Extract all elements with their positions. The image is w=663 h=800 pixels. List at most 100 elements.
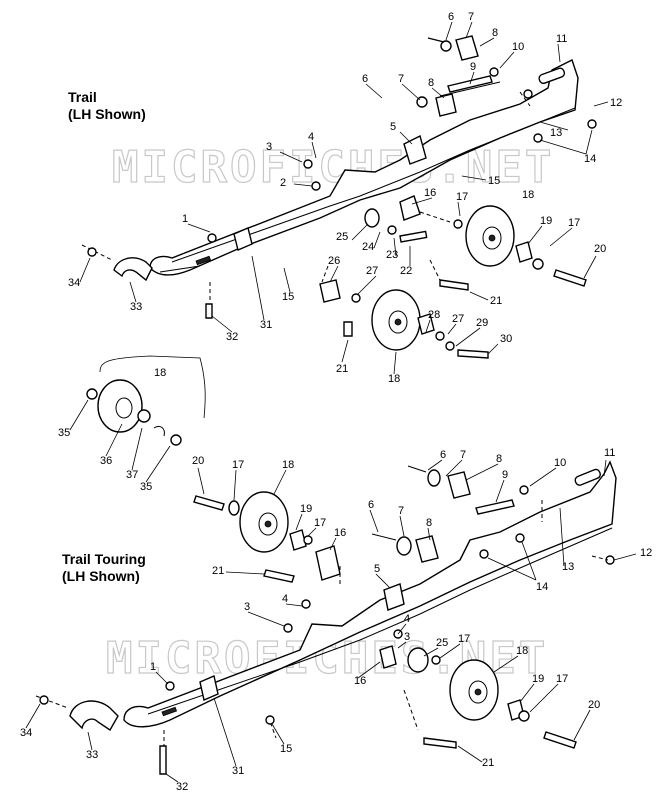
callout-label: 15	[280, 743, 292, 755]
callout-label: 4	[404, 613, 410, 625]
callout-label: 9	[470, 61, 476, 73]
callout-label: 4	[308, 131, 314, 143]
callout-label: 10	[512, 41, 524, 53]
callouts-bottom: 6 7 8 9 10 11 20 17 18 19 17 16 6 7 8 12…	[20, 447, 652, 793]
callout-label: 1	[182, 213, 188, 225]
callout-label: 30	[500, 333, 512, 345]
callout-label: 31	[260, 319, 272, 331]
detail-wheel	[97, 379, 143, 433]
callout-label: 3	[404, 631, 410, 643]
callout-label: 8	[428, 77, 434, 89]
callout-label: 15	[282, 291, 294, 303]
callout-label: 17	[232, 459, 244, 471]
callout-label: 14	[536, 581, 548, 593]
callouts-top: 6 7 8 10 11 9 6 7 8 12 13 14 5 4 3 2 15 …	[68, 11, 622, 385]
callout-label: 19	[300, 503, 312, 515]
callout-label: 6	[362, 73, 368, 85]
callout-label: 20	[594, 243, 606, 255]
top-idler-wheel-lower	[371, 289, 421, 351]
watermark-top: MICROFICHES.NET	[112, 142, 554, 193]
wheel-detail-18: 18 35 36 37 35	[58, 355, 206, 493]
callout-label: 18	[388, 373, 400, 385]
callout-label: 21	[490, 295, 502, 307]
callout-label: 17	[458, 633, 470, 645]
callout-label: 20	[588, 699, 600, 711]
callout-label: 32	[176, 781, 188, 793]
callout-label: 2	[280, 177, 286, 189]
callout-label: 33	[130, 301, 142, 313]
callout-label: 18	[522, 189, 534, 201]
callout-label: 29	[476, 317, 488, 329]
callout-label: 17	[456, 191, 468, 203]
callout-label: 36	[100, 455, 112, 467]
callout-label: 1	[150, 661, 156, 673]
section-title-trail-touring-line1: Trail Touring	[62, 551, 146, 567]
callout-label: 7	[460, 449, 466, 461]
callout-label: 20	[192, 455, 204, 467]
section-title-trail: Trail (LH Shown)	[68, 89, 146, 123]
callout-label: 18	[282, 459, 294, 471]
bottom-idler-wheel-lower	[449, 659, 499, 721]
callout-label: 27	[366, 265, 378, 277]
top-rail-tip-33	[113, 257, 153, 282]
callout-label: 14	[584, 153, 596, 165]
callout-label: 25	[436, 637, 448, 649]
callout-label: 33	[86, 749, 98, 761]
callout-label: 8	[426, 517, 432, 529]
callout-label: 35	[58, 427, 70, 439]
callout-label: 21	[482, 757, 494, 769]
callout-label: 17	[314, 517, 326, 529]
trail-touring-rail-assembly	[35, 460, 617, 775]
callout-label: 16	[354, 675, 366, 687]
callout-label: 13	[562, 561, 574, 573]
section-title-trail-line2: (LH Shown)	[68, 106, 146, 122]
trail-rail-assembly	[81, 35, 597, 359]
callout-label: 28	[428, 309, 440, 321]
callout-label: 7	[398, 73, 404, 85]
callout-label: 26	[328, 255, 340, 267]
callout-label: 18	[154, 367, 166, 379]
callout-label: 8	[492, 27, 498, 39]
callout-label: 16	[334, 527, 346, 539]
callout-label: 34	[20, 727, 32, 739]
bottom-idler-wheel-upper	[239, 491, 289, 553]
callout-label: 23	[386, 249, 398, 261]
callout-label: 17	[556, 673, 568, 685]
callout-label: 6	[448, 11, 454, 23]
callout-label: 12	[640, 547, 652, 559]
callout-label: 31	[232, 765, 244, 777]
callout-label: 17	[568, 217, 580, 229]
callout-label: 13	[550, 127, 562, 139]
callout-label: 27	[452, 313, 464, 325]
callout-label: 9	[502, 469, 508, 481]
callout-label: 6	[440, 449, 446, 461]
bottom-rail-tip-33	[69, 700, 119, 731]
top-idler-wheel-upper	[465, 205, 515, 267]
callout-label: 24	[362, 241, 374, 253]
callout-label: 10	[554, 457, 566, 469]
callout-label: 7	[468, 11, 474, 23]
section-title-trail-touring: Trail Touring (LH Shown)	[62, 551, 146, 585]
section-title-trail-touring-line2: (LH Shown)	[62, 568, 140, 584]
section-title-trail-line1: Trail	[68, 89, 97, 105]
top-slide-rail	[149, 59, 579, 276]
callout-label: 7	[398, 505, 404, 517]
callout-label: 6	[368, 499, 374, 511]
callout-label: 19	[532, 673, 544, 685]
callout-label: 35	[140, 481, 152, 493]
callout-label: 4	[282, 593, 288, 605]
callout-label: 37	[126, 469, 138, 481]
callout-label: 12	[610, 97, 622, 109]
callout-label: 8	[496, 453, 502, 465]
callout-label: 21	[212, 565, 224, 577]
callout-label: 3	[266, 141, 272, 153]
callout-label: 15	[488, 175, 500, 187]
callout-label: 34	[68, 277, 80, 289]
callout-label: 5	[374, 563, 380, 575]
callout-label: 11	[604, 447, 615, 459]
callout-label: 32	[226, 331, 238, 343]
callout-label: 18	[516, 645, 528, 657]
callout-label: 3	[244, 601, 250, 613]
callout-label: 25	[336, 231, 348, 243]
